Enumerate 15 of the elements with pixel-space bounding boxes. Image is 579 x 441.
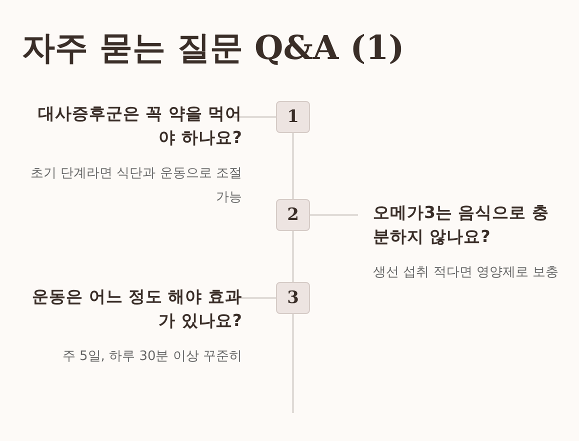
- connector-line: [292, 314, 294, 413]
- title: 자주 묻는 질문 Q&A (1): [22, 27, 404, 69]
- answer-text: 주 5일, 하루 30분 이상 꾸준히: [61, 348, 242, 366]
- number-badge: 3: [276, 282, 310, 314]
- connector-line: [310, 214, 358, 216]
- connector-line: [292, 231, 294, 282]
- number-badge: 2: [276, 199, 310, 231]
- answer-text: 생선 섭취 적다면 영양제로 보충: [373, 264, 560, 282]
- question-text: 오메가3는 음식으로 충분하지 않나요?: [373, 202, 550, 248]
- answer-text: 초기 단계라면 식단과 운동으로 조절 가능: [29, 165, 242, 207]
- connector-line: [292, 133, 294, 199]
- connector-line: [229, 297, 276, 299]
- number-badge: 1: [276, 101, 310, 133]
- question-text: 운동은 어느 정도 해야 효과가 있나요?: [31, 286, 242, 332]
- question-text: 대사증후군은 꼭 약을 먹어야 하나요?: [36, 103, 242, 149]
